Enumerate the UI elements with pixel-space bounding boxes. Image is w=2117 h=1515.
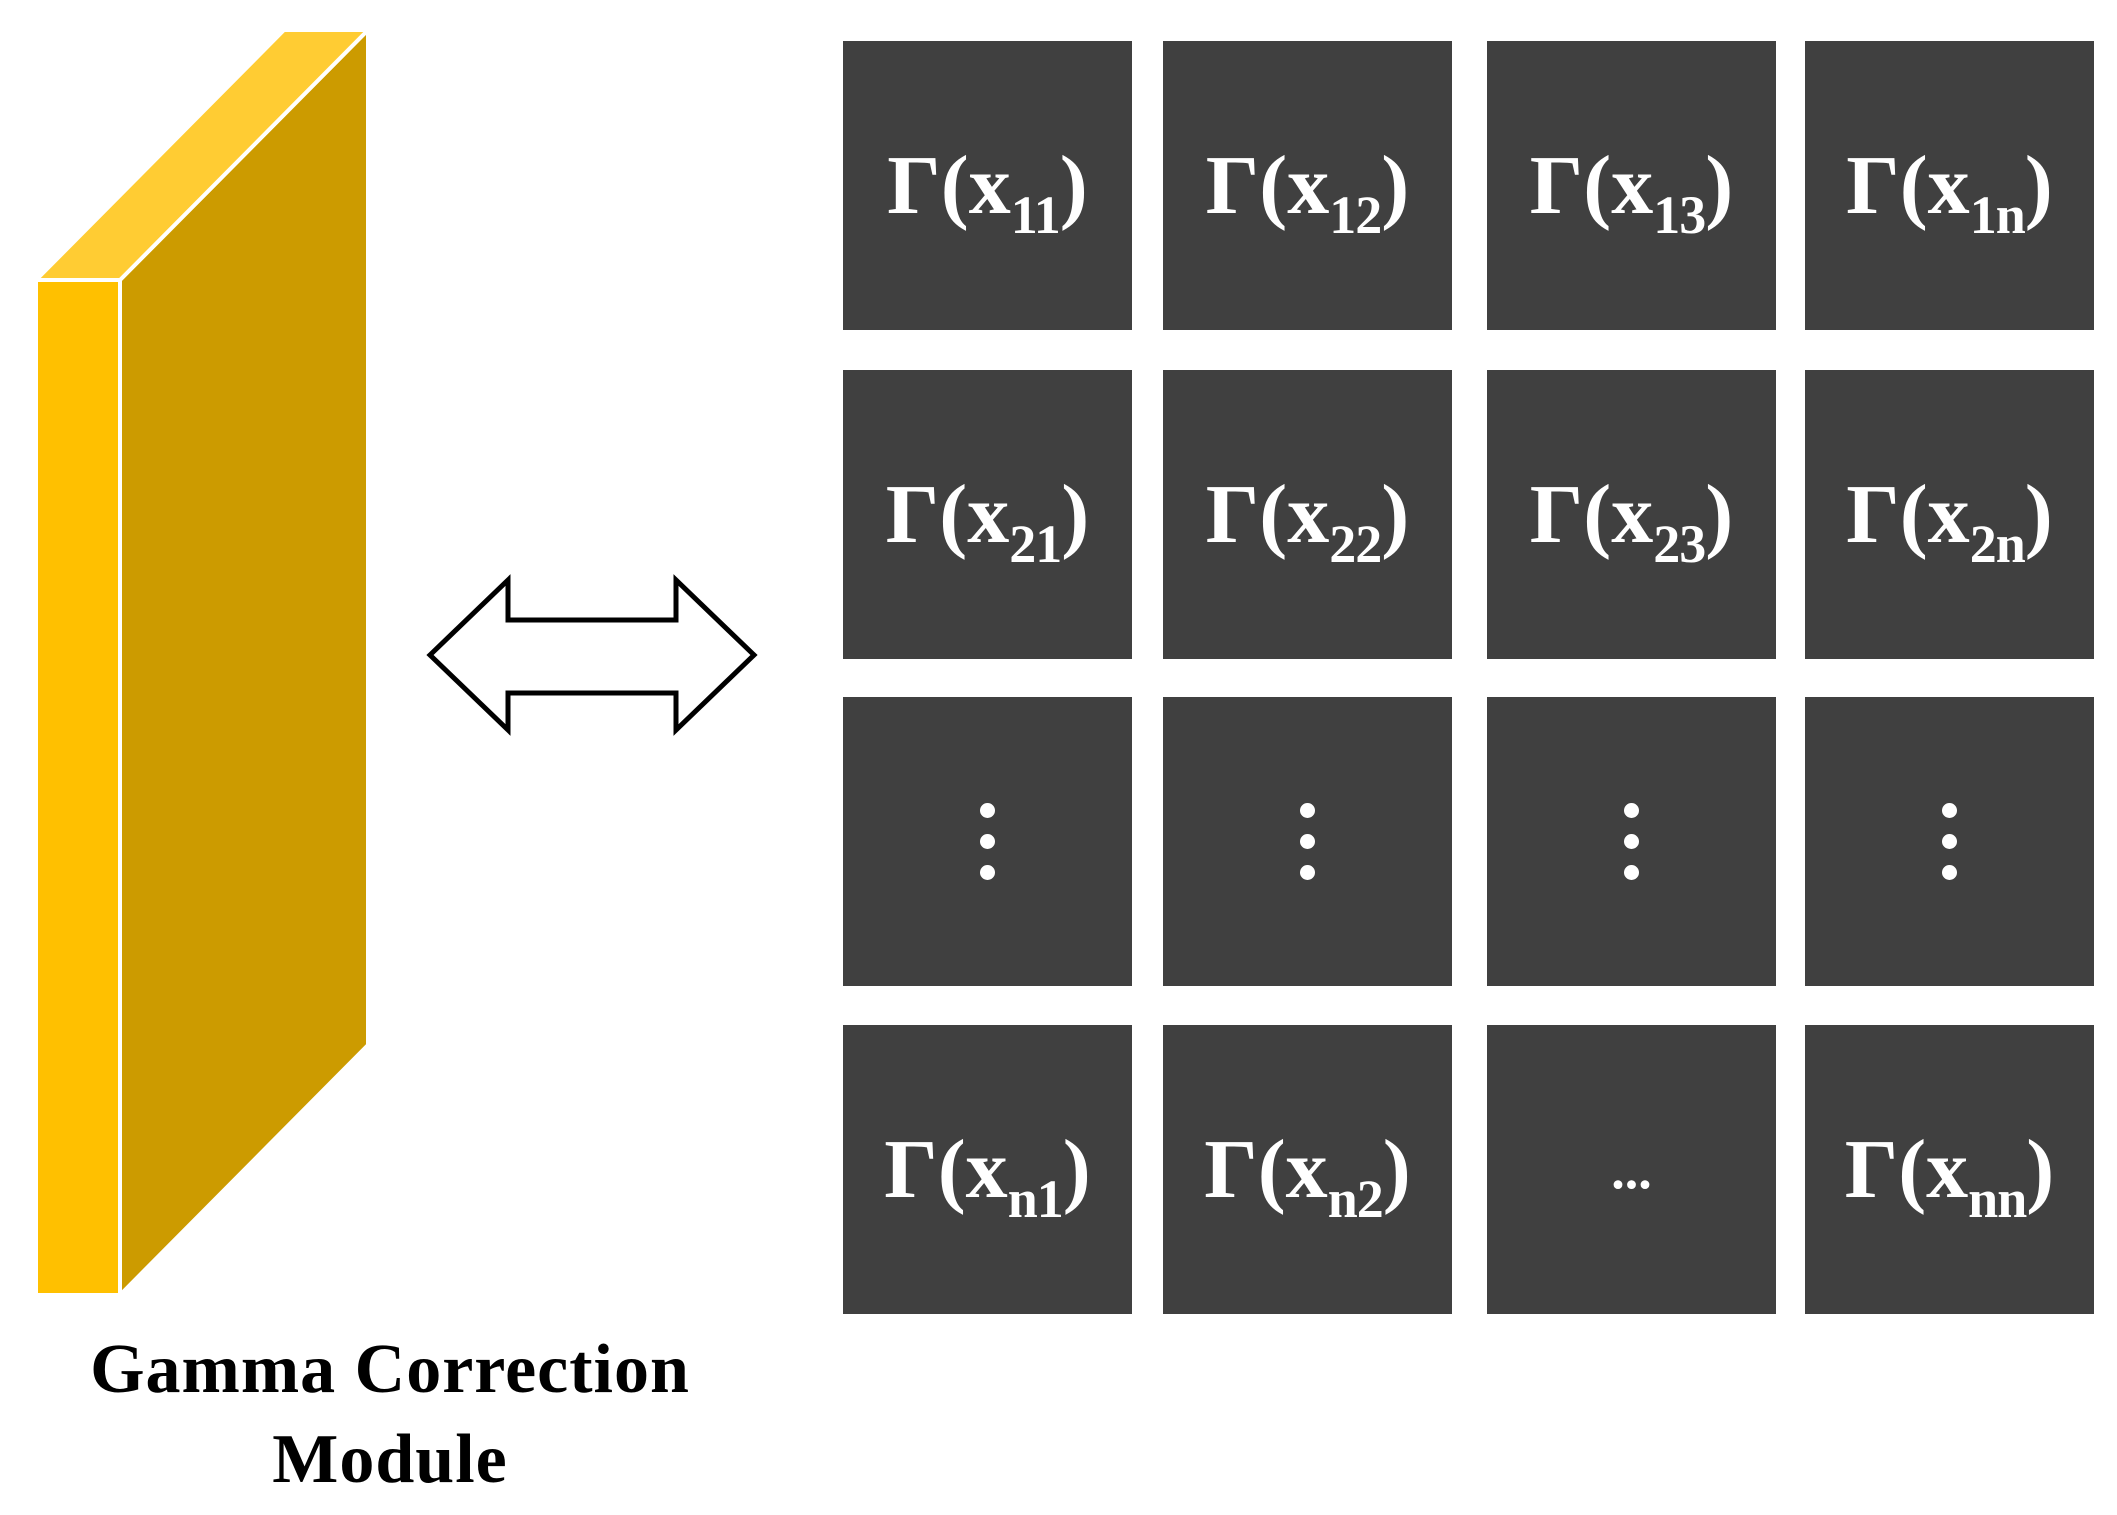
dot — [1300, 865, 1315, 880]
gamma-correction-module-block — [31, 25, 373, 1300]
dot — [980, 803, 995, 818]
gamma-formula: Γ(x11) — [887, 143, 1087, 242]
dot — [1300, 834, 1315, 849]
formula-subscript: 12 — [1329, 184, 1382, 245]
gamma-formula: Γ(xnn) — [1845, 1127, 2054, 1226]
dot — [1624, 865, 1639, 880]
formula-prefix: Γ(x — [1205, 467, 1330, 561]
dot — [1942, 834, 1957, 849]
grid-cell: Γ(x11) — [843, 41, 1132, 330]
formula-suffix: ) — [1059, 138, 1088, 232]
dot — [1300, 803, 1315, 818]
formula-suffix: ) — [1705, 138, 1734, 232]
grid-cell: Γ(x21) — [843, 370, 1132, 659]
grid-cell: Γ(xn1) — [843, 1025, 1132, 1314]
gamma-formula: Γ(x13) — [1530, 143, 1733, 242]
formula-prefix: Γ(x — [884, 1122, 1008, 1216]
grid-cell: Γ(x13) — [1487, 41, 1776, 330]
gamma-formula: Γ(x21) — [886, 472, 1089, 571]
grid-cell: Γ(x12) — [1163, 41, 1452, 330]
formula-suffix: ) — [1381, 467, 1410, 561]
module-caption-line-2: Module — [272, 1421, 508, 1498]
formula-subscript: n1 — [1007, 1168, 1064, 1229]
gamma-formula: Γ(x12) — [1206, 143, 1409, 242]
formula-subscript: 23 — [1653, 513, 1706, 574]
formula-suffix: ) — [1705, 467, 1734, 561]
dot — [980, 865, 995, 880]
grid-cell — [1487, 697, 1776, 986]
formula-suffix: ) — [1382, 1122, 1411, 1216]
vertical-dots-icon — [980, 795, 995, 888]
grid-cell — [1805, 697, 2094, 986]
formula-prefix: Γ(x — [885, 467, 1010, 561]
formula-subscript: 2n — [1969, 513, 2026, 574]
formula-suffix: ) — [1381, 138, 1410, 232]
dot — [980, 834, 995, 849]
formula-prefix: Γ(x — [1846, 467, 1970, 561]
grid-cell: Γ(xnn) — [1805, 1025, 2094, 1314]
gamma-formula: Γ(x2n) — [1846, 472, 2052, 571]
formula-subscript: 11 — [1010, 184, 1061, 245]
module-slab-front-face — [34, 278, 122, 1297]
formula-prefix: Γ(x — [1529, 138, 1654, 232]
formula-suffix: ) — [1062, 1122, 1091, 1216]
formula-suffix: ) — [2024, 138, 2053, 232]
grid-cell — [843, 697, 1132, 986]
formula-prefix: Γ(x — [1205, 138, 1330, 232]
formula-prefix: Γ(x — [1846, 138, 1970, 232]
formula-subscript: 13 — [1653, 184, 1706, 245]
formula-prefix: Γ(x — [887, 138, 1011, 232]
grid-cell — [1163, 697, 1452, 986]
grid-cell: ... — [1487, 1025, 1776, 1314]
grid-cell: Γ(xn2) — [1163, 1025, 1452, 1314]
module-caption-line-1: Gamma Correction — [90, 1331, 690, 1408]
formula-prefix: Γ(x — [1529, 467, 1654, 561]
formula-suffix: ) — [2026, 1122, 2055, 1216]
formula-subscript: nn — [1968, 1168, 2027, 1229]
gamma-formula: Γ(xn2) — [1204, 1127, 1410, 1226]
formula-subscript: n2 — [1327, 1168, 1384, 1229]
formula-subscript: 22 — [1329, 513, 1382, 574]
formula-prefix: Γ(x — [1204, 1122, 1328, 1216]
formula-subscript: 21 — [1009, 513, 1062, 574]
vertical-dots-icon — [1624, 795, 1639, 888]
vertical-dots-icon — [1942, 795, 1957, 888]
formula-suffix: ) — [2024, 467, 2053, 561]
dot — [1624, 803, 1639, 818]
dot — [1624, 834, 1639, 849]
dot — [1942, 865, 1957, 880]
horizontal-ellipsis: ... — [1611, 1139, 1652, 1200]
gamma-formula: Γ(x23) — [1530, 472, 1733, 571]
dot — [1942, 803, 1957, 818]
grid-cell: Γ(x23) — [1487, 370, 1776, 659]
formula-suffix: ) — [1061, 467, 1090, 561]
gamma-formula: Γ(x22) — [1206, 472, 1409, 571]
grid-cell: Γ(x2n) — [1805, 370, 2094, 659]
grid-cell: Γ(x22) — [1163, 370, 1452, 659]
formula-prefix: Γ(x — [1844, 1122, 1969, 1216]
gamma-formula: Γ(x1n) — [1846, 143, 2052, 242]
gamma-formula: Γ(xn1) — [884, 1127, 1090, 1226]
double-arrow-shape — [426, 574, 758, 736]
formula-subscript: 1n — [1969, 184, 2026, 245]
grid-cell: Γ(x1n) — [1805, 41, 2094, 330]
vertical-dots-icon — [1300, 795, 1315, 888]
